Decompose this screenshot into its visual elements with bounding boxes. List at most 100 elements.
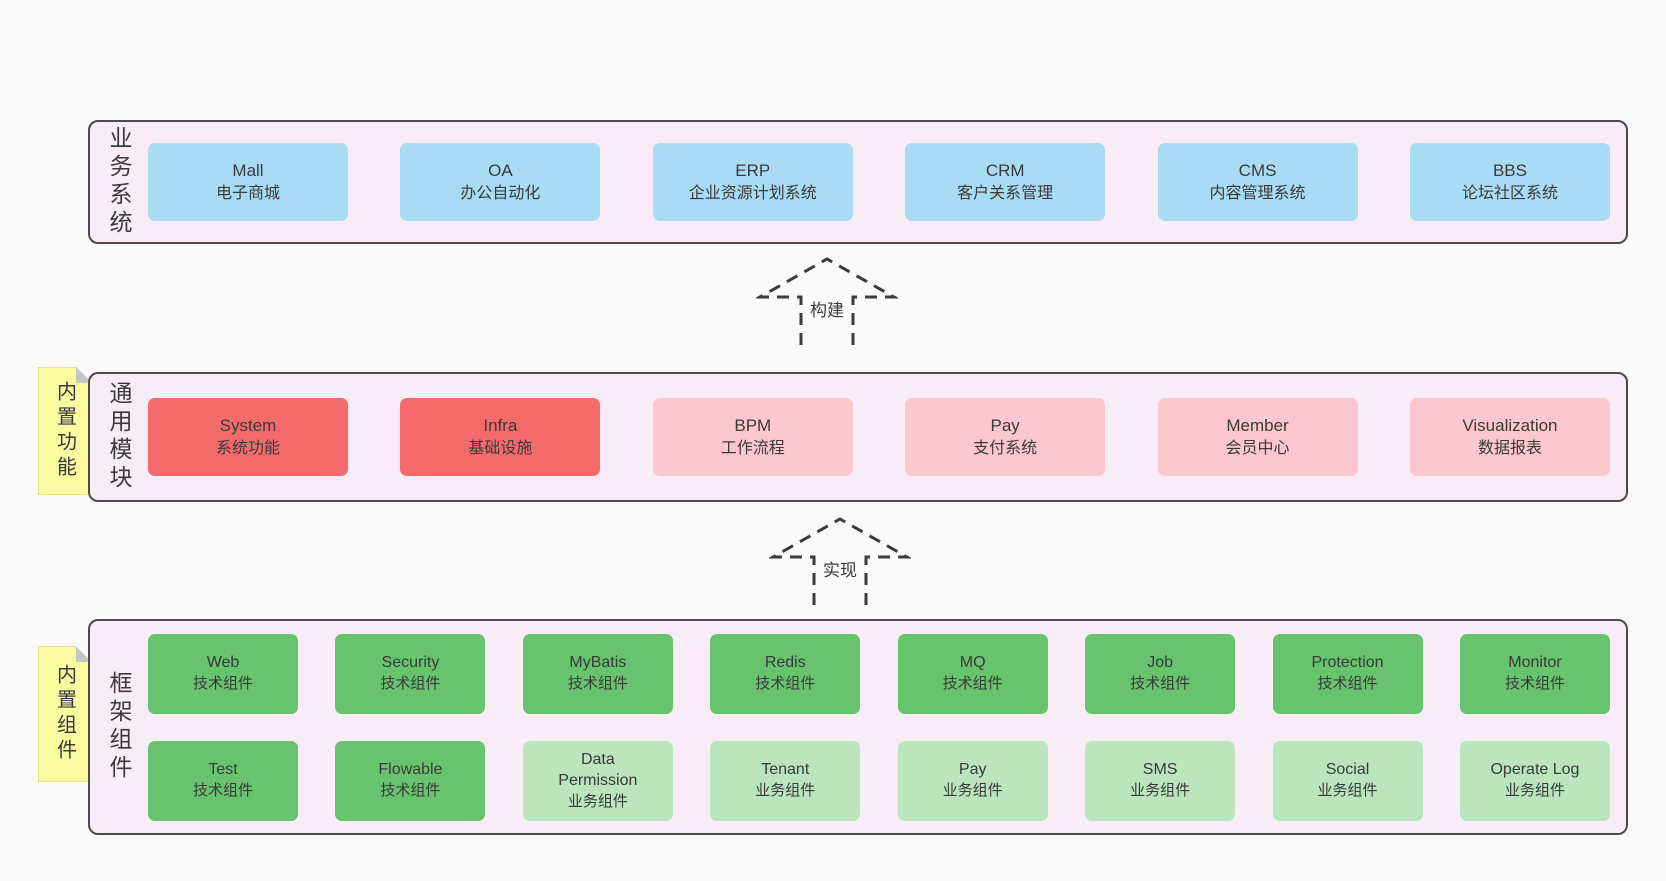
band-label-text: 业务系统 (106, 126, 132, 238)
box-subtitle: 技术组件 (567, 675, 628, 693)
box-subtitle: 客户关系管理 (957, 184, 1054, 202)
box-subtitle: 业务组件 (1130, 782, 1191, 800)
box-subtitle: 会员中心 (1225, 439, 1290, 457)
box-title: Job (1147, 654, 1173, 672)
box-web: Web 技术组件 (148, 633, 298, 714)
box-operate-log: Operate Log 业务组件 (1459, 740, 1610, 821)
box-oa: OA 办公自动化 (400, 143, 601, 221)
box-title: Data Permission (558, 750, 638, 789)
box-subtitle: 技术组件 (942, 675, 1003, 693)
box-title: Flowable (378, 761, 443, 779)
box-subtitle: 业务组件 (1504, 782, 1565, 800)
box-subtitle: 电子商城 (215, 184, 280, 202)
box-pay: Pay 支付系统 (905, 398, 1106, 476)
box-mybatis: MyBatis 技术组件 (522, 633, 673, 714)
box-job: Job 技术组件 (1085, 633, 1236, 714)
sticky-note-built-in-components: 内置组件 (38, 646, 92, 782)
box-member: Member 会员中心 (1157, 398, 1358, 476)
box-data-permission: Data Permission 业务组件 (522, 740, 673, 821)
band-content: System 系统功能 Infra 基础设施 BPM 工作流程 Pay 支付系统… (148, 374, 1626, 500)
box-mq: MQ 技术组件 (897, 633, 1048, 714)
box-subtitle: 业务组件 (567, 792, 628, 810)
box-title: Tenant (761, 761, 810, 779)
box-subtitle: 业务组件 (755, 782, 816, 800)
box-title: MyBatis (569, 654, 627, 672)
box-row-biz: Test 技术组件 Flowable 技术组件 Data Permission … (148, 740, 1610, 821)
box-subtitle: 技术组件 (192, 675, 253, 693)
band-label: 业务系统 (90, 122, 148, 242)
box-title: Pay (990, 416, 1020, 436)
build-arrow: 构建 (756, 255, 898, 347)
box-row-tech: Web 技术组件 Security 技术组件 MyBatis 技术组件 Redi… (148, 633, 1610, 714)
box-subtitle: 论坛社区系统 (1461, 184, 1558, 202)
box-title: Social (1325, 761, 1370, 779)
box-title: Pay (958, 761, 987, 779)
box-subtitle: 技术组件 (1504, 675, 1565, 693)
box-system: System 系统功能 (148, 398, 348, 476)
box-flowable: Flowable 技术组件 (335, 740, 486, 821)
box-infra: Infra 基础设施 (400, 398, 601, 476)
box-subtitle: 基础设施 (468, 439, 533, 457)
band-content: Mall 电子商城 OA 办公自动化 ERP 企业资源计划系统 CRM 客户关系… (148, 122, 1626, 242)
band-content: Web 技术组件 Security 技术组件 MyBatis 技术组件 Redi… (148, 621, 1626, 833)
band-label-text: 框架组件 (106, 671, 132, 783)
band-label-text: 通用模块 (106, 381, 132, 493)
box-title: MQ (959, 654, 986, 672)
box-tenant: Tenant 业务组件 (710, 740, 861, 821)
sticky-note-text: 内置功能 (53, 381, 76, 481)
box-subtitle: 系统功能 (215, 439, 280, 457)
box-subtitle: 支付系统 (973, 439, 1038, 457)
box-test: Test 技术组件 (148, 740, 298, 821)
box-title: System (219, 416, 277, 436)
box-title: BPM (734, 416, 772, 436)
box-protection: Protection 技术组件 (1272, 633, 1423, 714)
box-subtitle: 技术组件 (1317, 675, 1378, 693)
box-subtitle: 企业资源计划系统 (688, 184, 817, 202)
framework-components-band: 框架组件 Web 技术组件 Security 技术组件 MyBatis 技术组件… (88, 619, 1628, 835)
box-mall: Mall 电子商城 (148, 143, 348, 221)
box-social: Social 业务组件 (1272, 740, 1423, 821)
sticky-note-text: 内置组件 (53, 664, 76, 764)
box-subtitle: 业务组件 (1317, 782, 1378, 800)
box-subtitle: 技术组件 (192, 782, 253, 800)
band-label: 框架组件 (90, 621, 148, 833)
box-title: Member (1226, 416, 1289, 436)
business-systems-band: 业务系统 Mall 电子商城 OA 办公自动化 ERP 企业资源计划系统 CRM… (88, 120, 1628, 244)
sticky-note-built-in-features: 内置功能 (38, 367, 92, 495)
box-title: Web (206, 654, 240, 672)
box-title: Mall (232, 161, 264, 181)
arrow-label: 构建 (805, 295, 849, 322)
box-pay-biz: Pay 业务组件 (897, 740, 1048, 821)
box-title: SMS (1142, 761, 1178, 779)
box-title: Monitor (1508, 654, 1562, 672)
box-title: Visualization (1462, 416, 1558, 436)
box-cms: CMS 内容管理系统 (1157, 143, 1358, 221)
box-title: Infra (483, 416, 518, 436)
box-title: Redis (764, 654, 806, 672)
box-visualization: Visualization 数据报表 (1409, 398, 1610, 476)
box-subtitle: 业务组件 (942, 782, 1003, 800)
box-subtitle: 技术组件 (380, 675, 441, 693)
box-crm: CRM 客户关系管理 (905, 143, 1106, 221)
implement-arrow: 实现 (769, 515, 911, 607)
common-modules-band: 通用模块 System 系统功能 Infra 基础设施 BPM 工作流程 Pay… (88, 372, 1628, 502)
box-subtitle: 技术组件 (1130, 675, 1191, 693)
box-subtitle: 数据报表 (1477, 439, 1542, 457)
arrow-label: 实现 (818, 555, 862, 582)
box-monitor: Monitor 技术组件 (1459, 633, 1610, 714)
box-title: CRM (985, 161, 1025, 181)
box-subtitle: 办公自动化 (460, 184, 541, 202)
box-title: ERP (735, 161, 771, 181)
box-redis: Redis 技术组件 (710, 633, 861, 714)
box-title: Operate Log (1490, 761, 1580, 779)
box-subtitle: 技术组件 (755, 675, 816, 693)
box-title: Test (208, 761, 238, 779)
box-erp: ERP 企业资源计划系统 (652, 143, 853, 221)
box-title: Security (381, 654, 440, 672)
box-title: CMS (1238, 161, 1277, 181)
box-subtitle: 技术组件 (380, 782, 441, 800)
box-subtitle: 工作流程 (720, 439, 785, 457)
box-security: Security 技术组件 (335, 633, 486, 714)
band-label: 通用模块 (90, 374, 148, 500)
box-row: System 系统功能 Infra 基础设施 BPM 工作流程 Pay 支付系统… (148, 398, 1610, 476)
